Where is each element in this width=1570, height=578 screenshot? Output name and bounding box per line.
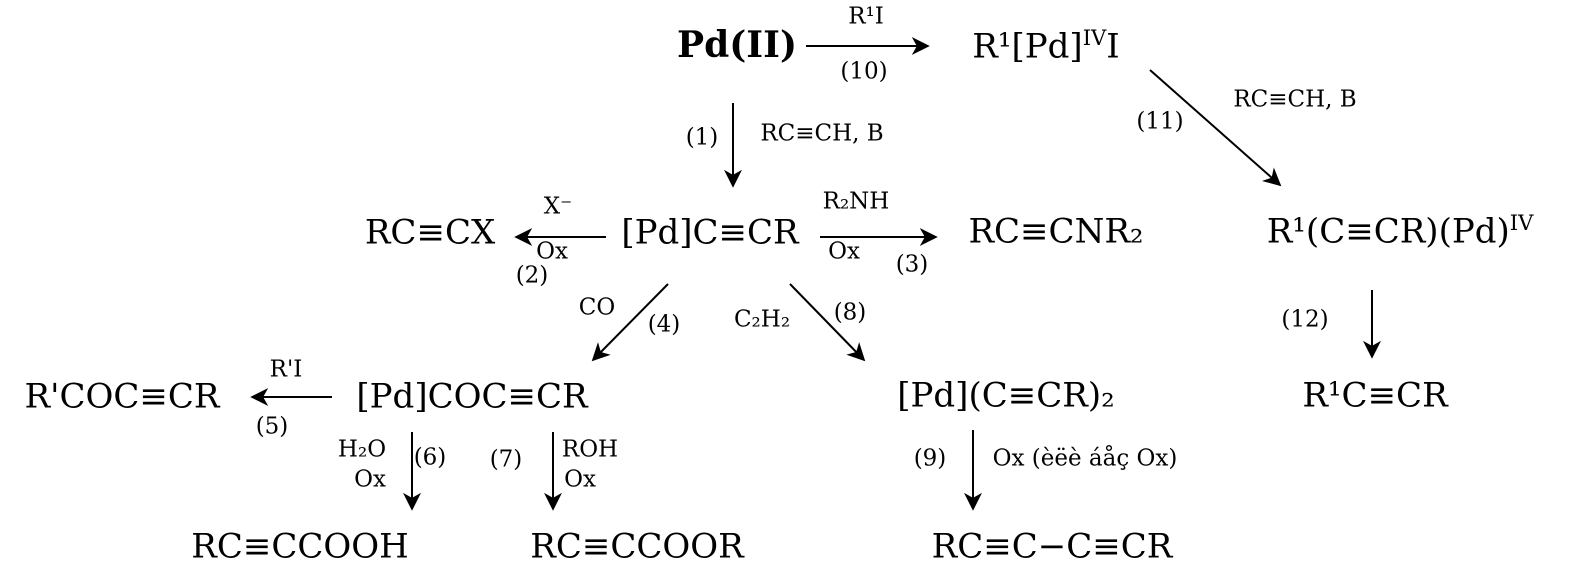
label-step7-reagent2: Ox [564,466,596,493]
formula-part: I [1106,26,1120,67]
label-step4-reagent: CO [578,294,616,321]
label-step6-reagent2: Ox [354,466,386,493]
node-pd-c-cr: [Pd]C≡CR [621,212,799,253]
label-step12-number: (12) [1281,306,1329,333]
node-r1-pd-iv-i: R¹[Pd]IVI [972,26,1119,66]
formula-part: R¹(C≡CR)(Pd) [1266,211,1510,252]
label-step2-ox: Ox [536,238,568,265]
label-step11-reagent: RC≡CH, B [1233,86,1357,113]
node-rc-cnr2: RC≡CNR₂ [968,211,1144,252]
label-step8-reagent: C₂H₂ [733,306,791,333]
node-diyne: RC≡C−C≡CR [931,526,1173,567]
label-step10-number: (10) [840,58,888,85]
node-pd-coc-cr: [Pd]COC≡CR [356,376,588,417]
label-step8-number: (8) [833,299,867,326]
node-pd-c-cr-2: [Pd](C≡CR)₂ [897,375,1115,416]
node-pd-ii: Pd(II) [677,24,797,67]
label-step1-reagent: RC≡CH, B [760,120,884,147]
label-step3-ox: Ox [828,238,860,265]
node-r1c-cr: R¹C≡CR [1302,375,1448,416]
arrow-step-4 [591,283,669,362]
formula-superscript: IV [1509,210,1534,236]
node-rc-cx: RC≡CX [364,212,496,253]
label-step4-number: (4) [647,311,681,338]
label-step5-number: (5) [255,413,289,440]
formula-part: R¹[Pd] [972,26,1083,67]
label-step9-number: (9) [913,445,947,472]
label-step10-reagent: R¹I [848,3,884,30]
node-rc-ccooh: RC≡CCOOH [191,526,409,567]
label-step2-reagent: X⁻ [543,193,573,220]
label-step2-number: (2) [515,262,549,289]
label-step7-reagent1: ROH [561,436,619,463]
label-step9-reagent: Ox (èëè áåç Ox) [992,445,1178,472]
label-step1-number: (1) [685,124,719,151]
label-step3-number: (3) [895,251,929,278]
label-step6-reagent1: H₂O [337,436,387,463]
label-step11-number: (11) [1136,108,1184,135]
node-rc-ccoor: RC≡CCOOR [530,526,744,567]
label-step7-number: (7) [489,446,523,473]
formula-superscript: IV [1082,25,1107,51]
arrow-step-8 [789,283,866,362]
label-step3-reagent: R₂NH [822,188,890,215]
label-step6-number: (6) [413,444,447,471]
arrow-step-11 [1149,69,1282,187]
label-step5-reagent: R'I [269,356,303,383]
node-r1-c-cr-pd-iv: R¹(C≡CR)(Pd)IV [1267,211,1534,251]
node-rprime-coc-cr: R'COC≡CR [24,376,220,417]
